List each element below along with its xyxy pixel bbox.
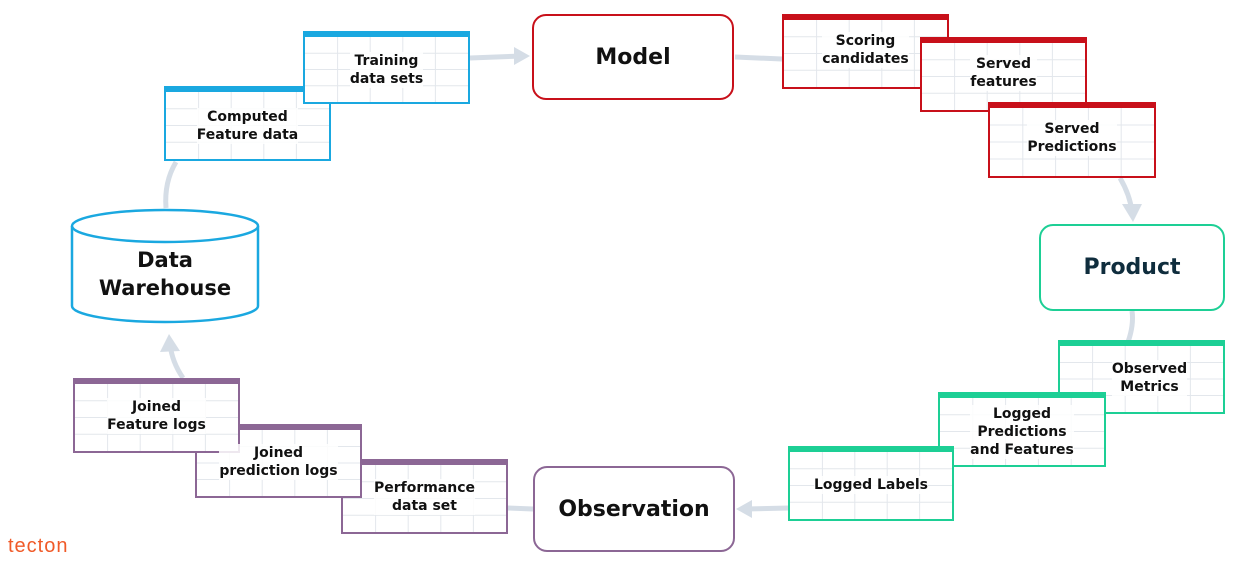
scoring-candidates-table: Scoring candidates bbox=[782, 14, 949, 89]
model-label: Model bbox=[595, 44, 671, 70]
data-warehouse-label: Data Warehouse bbox=[70, 246, 260, 302]
observation-label: Observation bbox=[558, 496, 710, 522]
tecton-logo: tecton bbox=[8, 535, 68, 558]
served-predictions-table: Served Predictions bbox=[988, 102, 1156, 178]
arrow-product-to-metrics bbox=[1125, 310, 1135, 343]
tecton-logo-text: tecton bbox=[8, 535, 69, 557]
logged-labels-label: Logged Labels bbox=[814, 476, 928, 494]
joined-feature-logs-table: Joined Feature logs bbox=[73, 378, 240, 453]
joined-prediction-logs-table: Joined prediction logs bbox=[195, 424, 362, 498]
data-warehouse-cylinder bbox=[70, 208, 260, 324]
performance-data-set-table: Performance data set bbox=[341, 459, 508, 534]
observed-metrics-table: Observed Metrics bbox=[1058, 340, 1225, 414]
served-features-label: Served features bbox=[970, 55, 1037, 91]
model-node: Model bbox=[532, 14, 734, 100]
observed-metrics-label: Observed Metrics bbox=[1111, 360, 1188, 396]
arrow-observation-to-performance bbox=[506, 505, 534, 512]
served-predictions-label: Served Predictions bbox=[1027, 120, 1117, 156]
arrow-warehouse-to-computed bbox=[163, 160, 179, 209]
served-features-table: Served features bbox=[920, 37, 1087, 112]
training-data-sets-table: Training data sets bbox=[303, 31, 470, 104]
computed-feature-data-table: Computed Feature data bbox=[164, 86, 331, 161]
joined-prediction-logs-label: Joined prediction logs bbox=[219, 444, 338, 480]
computed-feature-data-label: Computed Feature data bbox=[196, 107, 299, 144]
logged-labels-table: Logged Labels bbox=[788, 446, 954, 521]
training-data-sets-label: Training data sets bbox=[349, 51, 424, 88]
joined-feature-logs-label: Joined Feature logs bbox=[107, 398, 206, 434]
scoring-candidates-label: Scoring candidates bbox=[822, 32, 909, 68]
arrow-training-to-model bbox=[469, 53, 523, 61]
performance-data-set-label: Performance data set bbox=[373, 479, 476, 515]
arrow-labels-to-observation bbox=[744, 505, 790, 512]
warehouse-line2: Warehouse bbox=[98, 276, 232, 300]
logged-predictions-label: Logged Predictions and Features bbox=[970, 404, 1074, 459]
warehouse-line1: Data bbox=[137, 248, 193, 272]
product-label: Product bbox=[1083, 255, 1181, 280]
product-node: Product bbox=[1039, 224, 1225, 311]
arrow-model-to-scoring bbox=[734, 54, 783, 62]
observation-node: Observation bbox=[533, 466, 735, 552]
logged-predictions-table: Logged Predictions and Features bbox=[938, 392, 1106, 467]
